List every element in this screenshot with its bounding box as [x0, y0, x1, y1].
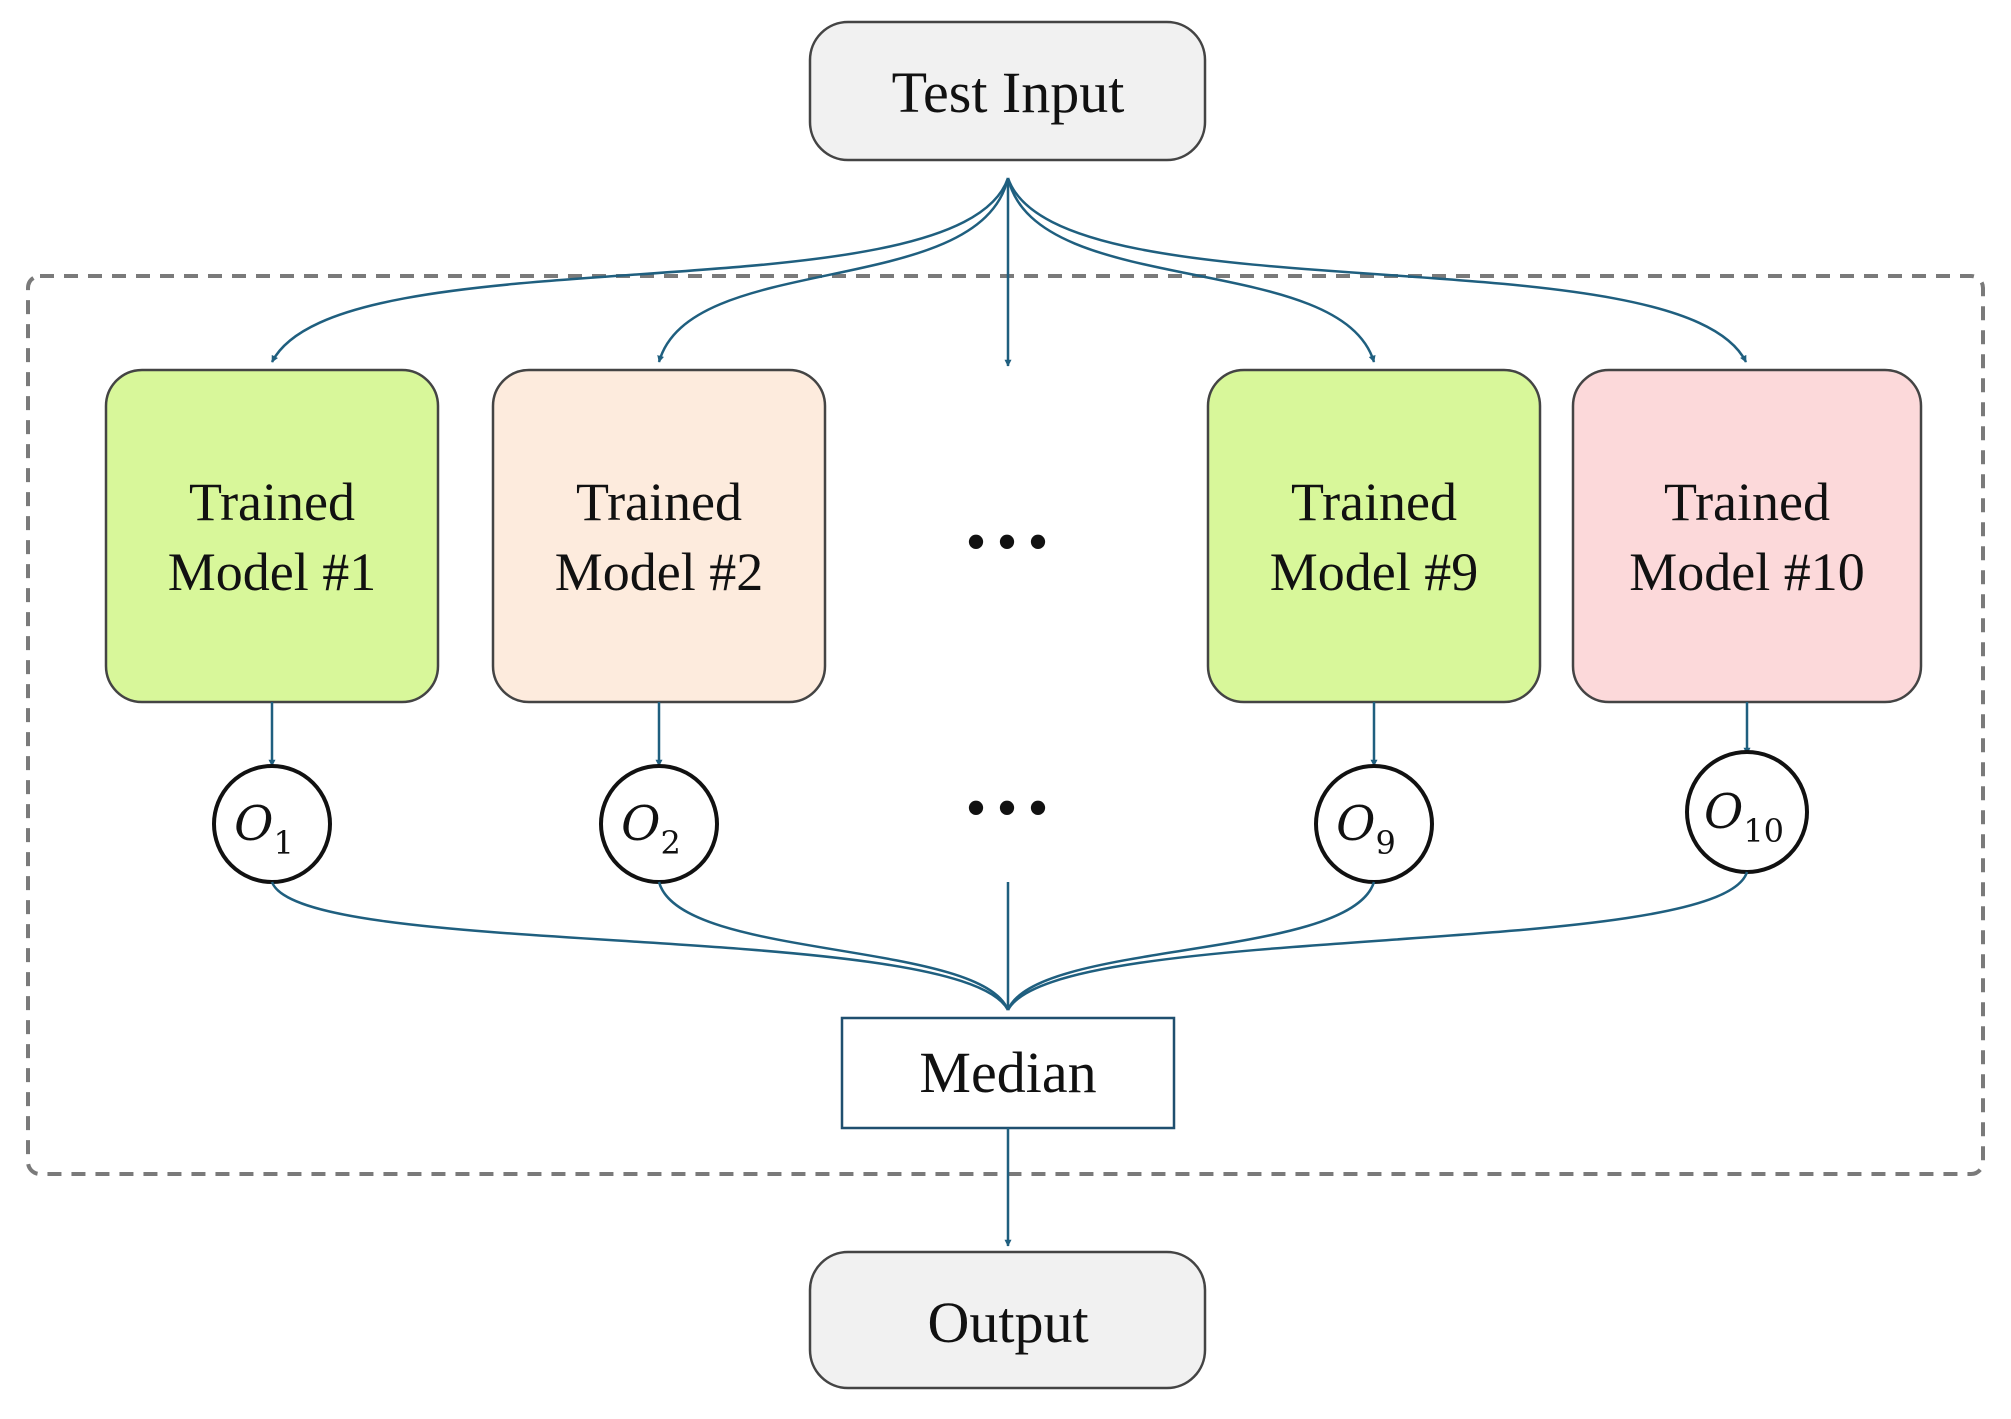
model-label-line1: Trained — [576, 472, 742, 532]
output-terminal-node: Output — [808, 1250, 1207, 1390]
output-subscript: 2 — [661, 824, 681, 862]
svg-text:O10: O10 — [1704, 784, 1784, 850]
output-subscript: 10 — [1743, 812, 1784, 850]
output-node: O9 — [1314, 764, 1434, 884]
test-input-label: Test Input — [892, 60, 1125, 125]
model-label-line2: Model #2 — [555, 542, 764, 602]
outputs-ellipsis: ••• — [965, 775, 1058, 841]
output-symbol: O — [621, 796, 660, 852]
model-card: Trained Model #2 — [491, 368, 827, 704]
model-label-line1: Trained — [1291, 472, 1457, 532]
model-card: Trained Model #1 — [104, 368, 440, 704]
svg-text:O1: O1 — [234, 796, 294, 862]
output-node: O1 — [212, 764, 332, 884]
svg-text:O2: O2 — [621, 796, 681, 862]
model-box — [104, 368, 440, 704]
median-node: Median — [840, 1016, 1176, 1130]
output-symbol: O — [234, 796, 273, 852]
connector-input-model-1 — [270, 177, 1010, 363]
ensemble-boundary — [26, 274, 1985, 1176]
model-label-line1: Trained — [189, 472, 355, 532]
model-card: Trained Model #10 — [1571, 368, 1923, 704]
output-node: O2 — [599, 764, 719, 884]
model-box — [491, 368, 827, 704]
models-ellipsis: ••• — [965, 509, 1058, 575]
model-label-line2: Model #9 — [1270, 542, 1479, 602]
model-label-line2: Model #1 — [168, 542, 377, 602]
output-node: O10 — [1685, 750, 1809, 874]
output-symbol: O — [1704, 784, 1743, 840]
output-label: Output — [927, 1290, 1088, 1355]
svg-text:O9: O9 — [1336, 796, 1396, 862]
model-label-line1: Trained — [1664, 472, 1830, 532]
connector-input-model-2 — [657, 177, 1010, 363]
output-subscript: 9 — [1376, 824, 1396, 862]
model-box — [1571, 368, 1923, 704]
output-subscript: 1 — [274, 824, 294, 862]
connector-input-model-10 — [1006, 177, 1748, 363]
model-box — [1206, 368, 1542, 704]
median-label: Median — [919, 1040, 1096, 1105]
input-connectors — [270, 177, 1748, 367]
model-output-connectors — [268, 702, 1751, 767]
model-card: Trained Model #9 — [1206, 368, 1542, 704]
output-symbol: O — [1336, 796, 1375, 852]
model-label-line2: Model #10 — [1629, 542, 1865, 602]
connector-input-model-9 — [1006, 177, 1376, 363]
median-connectors — [270, 871, 1749, 1011]
test-input-node: Test Input — [808, 20, 1207, 162]
